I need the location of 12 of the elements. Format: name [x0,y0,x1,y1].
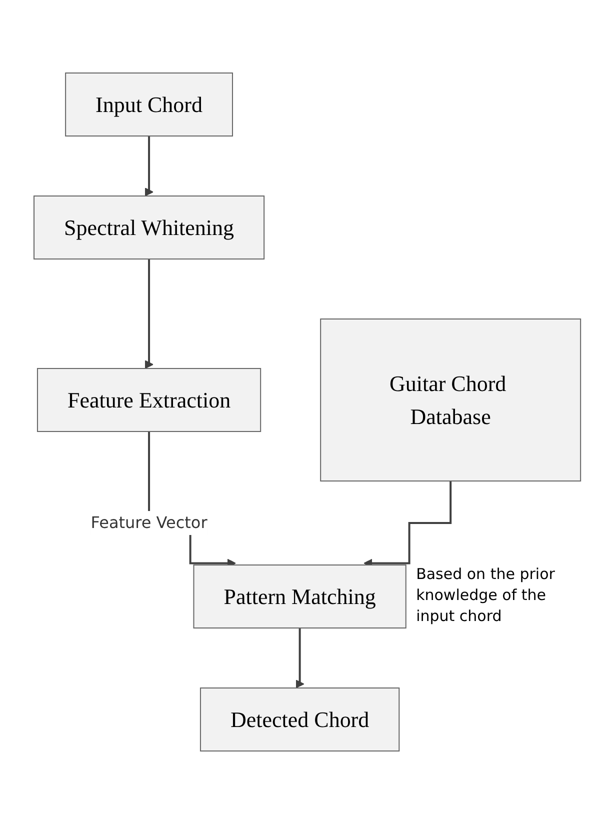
node-box: Feature Extraction [37,368,262,432]
arrow [144,258,154,368]
node-box: Detected Chord [200,686,400,751]
side-note: Based on the prior knowledge of the input chord [416,564,556,628]
edge-label: Feature Vector [90,512,208,532]
node-box: Pattern Matching [193,564,407,628]
node-box: Input Chord [65,72,234,136]
arrow [144,134,154,196]
node-box: Spectral Whitening [34,195,265,259]
arrow [364,480,452,568]
arrow [296,626,304,688]
node-box: Guitar Chord Database [320,318,582,481]
